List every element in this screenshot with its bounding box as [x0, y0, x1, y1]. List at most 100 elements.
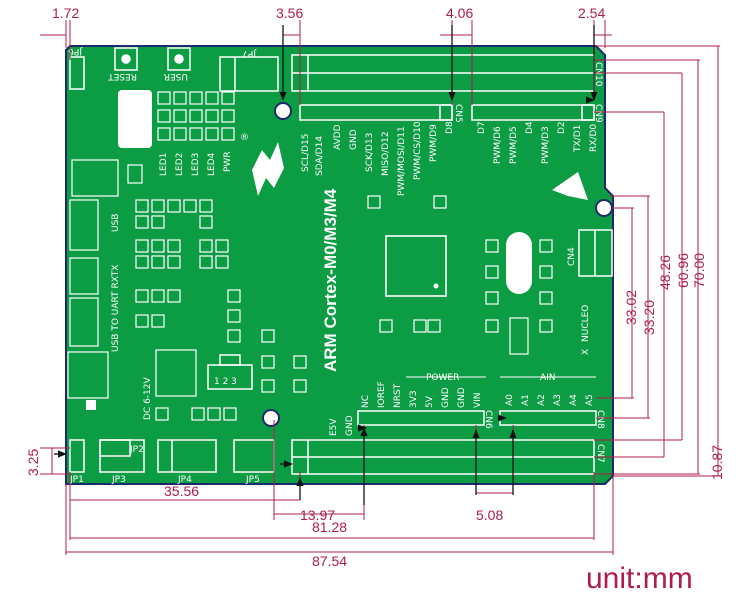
- svg-text:PWM/CS/D10: PWM/CS/D10: [413, 121, 423, 180]
- jp4-label: JP4: [177, 475, 192, 485]
- svg-text:A4: A4: [569, 394, 579, 406]
- dim-top-mid: 4.06: [446, 5, 473, 21]
- mcu-pin1-dot: [433, 283, 439, 289]
- svg-text:A2: A2: [537, 394, 547, 406]
- svg-text:IOREF: IOREF: [377, 381, 387, 408]
- dim-bottom-jp: 35.56: [164, 483, 199, 499]
- cn5-header: [299, 104, 453, 121]
- cn6-header: [357, 410, 485, 426]
- cn4-header: [578, 229, 613, 277]
- ain-label: AIN: [540, 373, 556, 383]
- svg-text:NRST: NRST: [393, 383, 403, 408]
- st-logo: [552, 172, 588, 200]
- dim-bottom-mid: 5.08: [476, 507, 503, 523]
- cn6-label: CN6: [483, 410, 493, 429]
- cn4-label: CN4: [567, 247, 577, 266]
- svg-text:RX/D0: RX/D0: [589, 124, 599, 152]
- reset-button: [114, 47, 138, 71]
- regulator: [207, 354, 253, 390]
- jp6-jumper: [69, 56, 85, 90]
- dim-top-left: 1.72: [52, 5, 79, 21]
- usb-uart-label: USB TO UART RXTX: [111, 265, 121, 352]
- svg-text:A5: A5: [585, 394, 595, 406]
- led4-label: LED4: [207, 152, 217, 176]
- dim-right-v2: 33.20: [641, 300, 657, 335]
- dim-right-v4: 60.96: [675, 253, 691, 288]
- board-title: ARM Cortex-M0/M3/M4: [321, 188, 340, 372]
- svg-text:PWM/MOSI/D11: PWM/MOSI/D11: [397, 126, 407, 196]
- center-pads: [367, 195, 553, 355]
- mounting-hole-bottom: [262, 409, 280, 427]
- pcb-outline: [65, 45, 614, 485]
- gnd-label: GND: [345, 415, 355, 436]
- svg-text:AVDD: AVDD: [333, 124, 343, 150]
- dim-bottom-cn: 81.28: [312, 519, 347, 535]
- led3-label: LED3: [191, 153, 201, 176]
- svg-text:VIN: VIN: [473, 392, 483, 408]
- left-pads: [67, 159, 307, 421]
- mounting-hole-right: [595, 199, 613, 217]
- dim-right-bottom: 10.87: [709, 445, 725, 480]
- led1-label: LED1: [159, 153, 169, 176]
- dim-bottom-total: 87.54: [312, 553, 347, 569]
- svg-text:TX/D1: TX/D1: [573, 125, 583, 153]
- cn9-label: CN9: [593, 104, 603, 123]
- svg-text:SCL/D15: SCL/D15: [301, 134, 311, 172]
- svg-text:D4: D4: [525, 121, 535, 134]
- svg-text:A3: A3: [553, 394, 563, 406]
- usb-label: USB: [111, 214, 121, 232]
- jp5-label: JP5: [245, 475, 260, 485]
- crystal-component: [118, 90, 152, 148]
- svg-text:5V: 5V: [425, 395, 435, 408]
- svg-text:D8: D8: [445, 121, 455, 134]
- reg-pins-label: 1 2 3: [214, 377, 237, 387]
- svg-text:PWM/D9: PWM/D9: [429, 124, 439, 162]
- svg-text:MISO/D12: MISO/D12: [381, 131, 391, 176]
- oscillator: [506, 232, 532, 294]
- waveshare-logo: ®: [240, 133, 284, 196]
- svg-text:PWM/D6: PWM/D6: [493, 126, 503, 164]
- svg-text:3V3: 3V3: [409, 390, 419, 408]
- jp7-label: JP7: [242, 48, 257, 58]
- dc-label: DC 6-12V: [143, 376, 153, 420]
- dim-right-v3: 48.26: [657, 255, 673, 290]
- cn10-label: CN10: [593, 62, 603, 87]
- pwr-label: PWR: [223, 151, 233, 172]
- dim-top-hole: 3.56: [276, 5, 303, 21]
- dim-bottom-left: 3.25: [25, 449, 41, 476]
- ain-pin-labels: A0 A1 A2 A3 A4 A5: [505, 394, 595, 406]
- unit-label: unit:mm: [586, 562, 693, 595]
- cn5-label: CN5: [453, 104, 463, 123]
- cn7-label: CN7: [595, 444, 605, 463]
- reset-label: RESET: [108, 71, 137, 81]
- jp1-label: JP1: [69, 475, 84, 485]
- power-label: POWER: [426, 373, 459, 383]
- dim-bottom-hole: 13.97: [300, 507, 335, 523]
- jp2-label: JP2: [129, 445, 144, 455]
- svg-text:PWM/D5: PWM/D5: [509, 126, 519, 164]
- cn5-pin-labels: SCL/D15 SDA/D14 AVDD GND SCK/D13 MISO/D1…: [301, 121, 455, 196]
- mcu-chip: [385, 235, 447, 297]
- e5v-label: E5V: [329, 418, 339, 436]
- jp7-jumper: [219, 56, 279, 92]
- small-square-pad: [86, 400, 96, 410]
- user-label: USER: [164, 71, 188, 81]
- nucleo-label: NUCLEO: [581, 305, 591, 342]
- svg-text:A0: A0: [505, 394, 515, 406]
- jp6-label: JP6: [68, 46, 83, 56]
- svg-text:SDA/D14: SDA/D14: [315, 136, 325, 176]
- svg-text:NC: NC: [361, 395, 371, 408]
- user-button: [167, 47, 191, 71]
- dim-right-v1: 33.02: [623, 290, 639, 325]
- power-pin-labels: NC IOREF NRST 3V3 5V GND GND VIN: [361, 381, 483, 408]
- cn8-label: CN8: [595, 410, 605, 429]
- nucleo-prefix: X: [581, 349, 591, 355]
- svg-text:GND: GND: [349, 129, 359, 150]
- svg-text:D7: D7: [477, 121, 487, 134]
- jp3-label: JP3: [111, 475, 126, 485]
- dim-right-v5: 70.00: [691, 253, 707, 288]
- svg-text:GND: GND: [441, 387, 451, 408]
- svg-text:GND: GND: [457, 387, 467, 408]
- svg-text:D2: D2: [557, 121, 567, 134]
- svg-text:SCK/D13: SCK/D13: [365, 133, 375, 172]
